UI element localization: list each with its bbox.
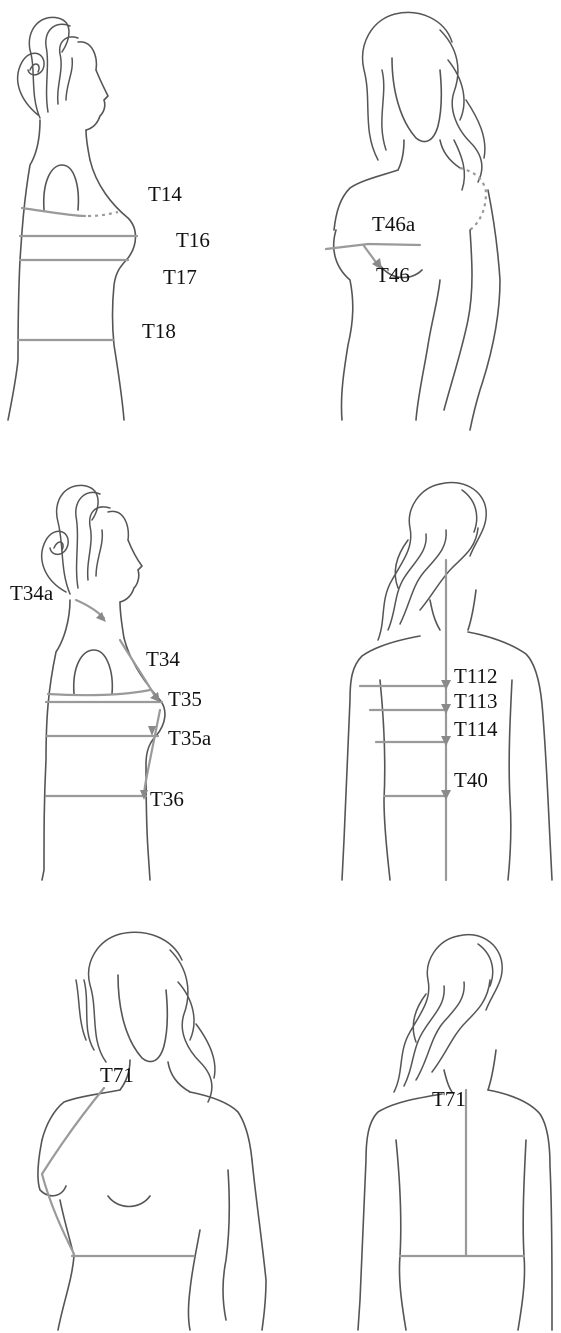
- figure-front-shoulder: T71: [38, 932, 266, 1330]
- figure-front-bust: T46a T46: [326, 12, 500, 430]
- line-t14-dotted: [88, 212, 118, 216]
- face-front: [392, 58, 441, 142]
- neck-back-right: [488, 1050, 496, 1090]
- breast-right: [108, 1196, 150, 1207]
- label-t14: T14: [148, 182, 182, 206]
- line-t71: [42, 1088, 104, 1254]
- label-t71: T71: [432, 1087, 466, 1111]
- torso-right: [189, 1230, 201, 1330]
- neck-back-right: [468, 590, 476, 630]
- hair-waves: [363, 12, 485, 190]
- arm-right-inner: [444, 230, 472, 410]
- arm-right: [470, 190, 500, 430]
- hair-waves: [378, 482, 486, 640]
- neck-right: [440, 140, 460, 168]
- line-bust-upper: [48, 690, 150, 695]
- label-t35a: T35a: [168, 726, 212, 750]
- arm-right: [252, 1160, 266, 1330]
- label-t112: T112: [454, 664, 498, 688]
- figure-back-lengths: T112 T113 T114 T40: [342, 482, 552, 880]
- neck-front: [398, 140, 404, 170]
- label-t34a: T34a: [10, 581, 54, 605]
- hair-curls: [18, 17, 97, 118]
- label-t34: T34: [146, 647, 180, 671]
- label-t114: T114: [454, 717, 498, 741]
- back-left: [396, 1140, 406, 1330]
- torso-left: [334, 230, 353, 420]
- front-torso: [90, 160, 136, 420]
- neck-front: [120, 602, 124, 638]
- neck-right: [168, 1062, 190, 1092]
- label-t16: T16: [176, 228, 210, 252]
- back-neck: [42, 600, 70, 880]
- figure-side-lengths: T34a T34 T35 T35a T36: [10, 485, 212, 880]
- front-torso: [124, 638, 165, 880]
- figure-back-shoulder: T71: [358, 935, 552, 1330]
- shoulder-left: [42, 1090, 120, 1140]
- breast-left: [38, 1140, 66, 1196]
- shoulder-left: [342, 636, 420, 880]
- label-t18: T18: [142, 319, 176, 343]
- back-neck: [8, 120, 40, 420]
- face-profile: [86, 70, 108, 130]
- label-t35: T35: [168, 687, 202, 711]
- line-t46a: [326, 244, 420, 249]
- face-profile: [120, 540, 142, 602]
- shoulder-right: [488, 1090, 552, 1330]
- label-t17: T17: [163, 265, 197, 289]
- label-t36: T36: [150, 787, 184, 811]
- hair-waves: [394, 935, 502, 1092]
- hair-curls: [42, 485, 129, 594]
- label-t46a: T46a: [372, 212, 416, 236]
- neck-front: [86, 130, 90, 160]
- shoulder-right: [190, 1092, 252, 1160]
- torso-right: [416, 280, 440, 420]
- back-right: [518, 1140, 526, 1330]
- back-right: [508, 680, 512, 880]
- figure-side-bust: T14 T16 T17 T18: [8, 17, 210, 420]
- neck-back: [430, 600, 440, 630]
- line-t14: [22, 208, 85, 216]
- armhole: [74, 650, 113, 694]
- hair-waves: [76, 932, 215, 1102]
- label-t46: T46: [376, 263, 410, 287]
- face-front: [118, 975, 167, 1062]
- label-t113: T113: [454, 689, 498, 713]
- label-t40: T40: [454, 768, 488, 792]
- armhole: [44, 165, 79, 210]
- label-t71: T71: [100, 1063, 134, 1087]
- torso-left: [58, 1200, 74, 1330]
- arm-right-inner: [223, 1170, 229, 1320]
